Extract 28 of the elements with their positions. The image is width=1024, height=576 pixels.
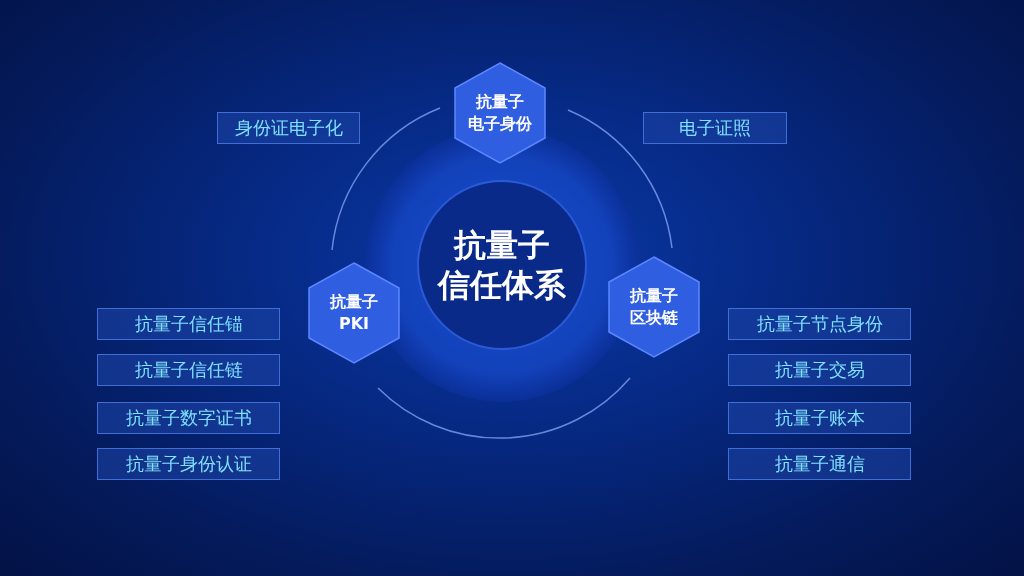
hexagon-label: 抗量子PKI [330,291,378,335]
label-box [97,354,280,386]
box-label: 抗量子通信 [774,452,865,476]
label-box [217,112,360,144]
label-box [97,308,280,340]
label-box [728,448,911,480]
box-label: 抗量子身份认证 [125,452,252,476]
center-title: 抗量子信任体系 [438,225,566,305]
box-label: 身份证电子化 [234,116,343,140]
label-box [643,112,787,144]
hexagon-label: 抗量子电子身份 [468,91,532,135]
hexagon-node [308,262,400,364]
center-circle [417,180,587,350]
box-label: 抗量子账本 [774,406,865,430]
box-label: 抗量子数字证书 [125,406,252,430]
label-box [728,308,911,340]
hexagon-label: 抗量子区块链 [630,285,678,329]
box-label: 抗量子交易 [774,358,865,382]
box-label: 电子证照 [679,116,751,140]
label-box [728,354,911,386]
hexagon-node [454,62,546,164]
box-label: 抗量子信任锚 [134,312,243,336]
hexagon-node [608,256,700,358]
box-label: 抗量子节点身份 [756,312,883,336]
label-box [97,402,280,434]
box-label: 抗量子信任链 [134,358,243,382]
label-box [97,448,280,480]
label-box [728,402,911,434]
